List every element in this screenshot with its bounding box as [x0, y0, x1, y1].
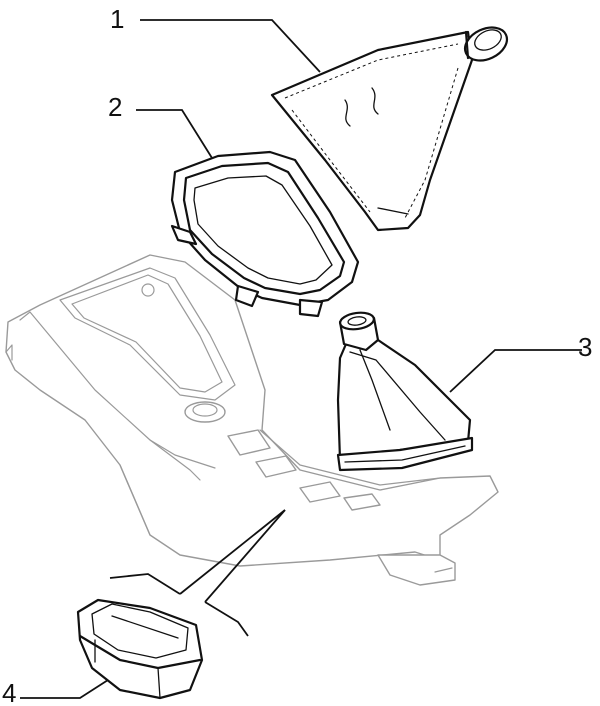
callout-1: 1: [110, 4, 124, 34]
callout-4: 4: [2, 678, 16, 706]
callout-2: 2: [108, 92, 122, 122]
leader-4: [20, 679, 109, 699]
part-1-gear-boot: [270, 26, 509, 232]
part-2-bezel-frame: [170, 150, 360, 318]
center-console: [5, 254, 499, 586]
leader-1: [140, 19, 321, 73]
break-line-left: [109, 573, 181, 595]
console-to-part4-leader-b: [204, 509, 286, 603]
leader-2: [136, 109, 213, 159]
leader-lines: [20, 19, 582, 699]
console-to-part4-leader: [179, 509, 286, 595]
leader-3: [449, 349, 582, 393]
part-3-inner-gaiter: [336, 311, 474, 472]
part-4-switch-insert: [76, 598, 204, 700]
callout-3: 3: [578, 332, 592, 362]
break-line-right: [204, 601, 249, 637]
